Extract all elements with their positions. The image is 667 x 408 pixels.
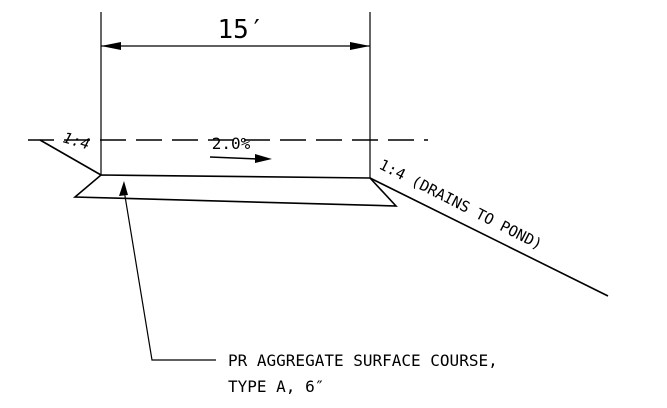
right-side-slope-label: 1:4 (DRAINS TO POND) — [376, 156, 545, 254]
width-dimension-right-arrowhead — [350, 42, 370, 50]
aggregate-surface-course-section — [72, 174, 398, 207]
cross-slope-label: 2.0% — [212, 134, 251, 153]
callout-leader-line — [123, 189, 216, 361]
left-side-slope-line — [39, 139, 102, 176]
cross-slope-arrow-shaft — [209, 156, 259, 160]
width-dimension-left-arrowhead — [101, 42, 121, 50]
callout-label-line-2: TYPE A, 6″ — [228, 377, 324, 396]
width-dimension-label: 15′ — [218, 15, 265, 45]
callout-arrowhead — [119, 181, 128, 196]
callout-label-line-1: PR AGGREGATE SURFACE COURSE, — [228, 351, 498, 370]
cross-slope-arrowhead — [255, 154, 272, 163]
left-side-slope-label: 1:4 — [61, 129, 92, 154]
right-side-slope-line — [369, 177, 609, 297]
